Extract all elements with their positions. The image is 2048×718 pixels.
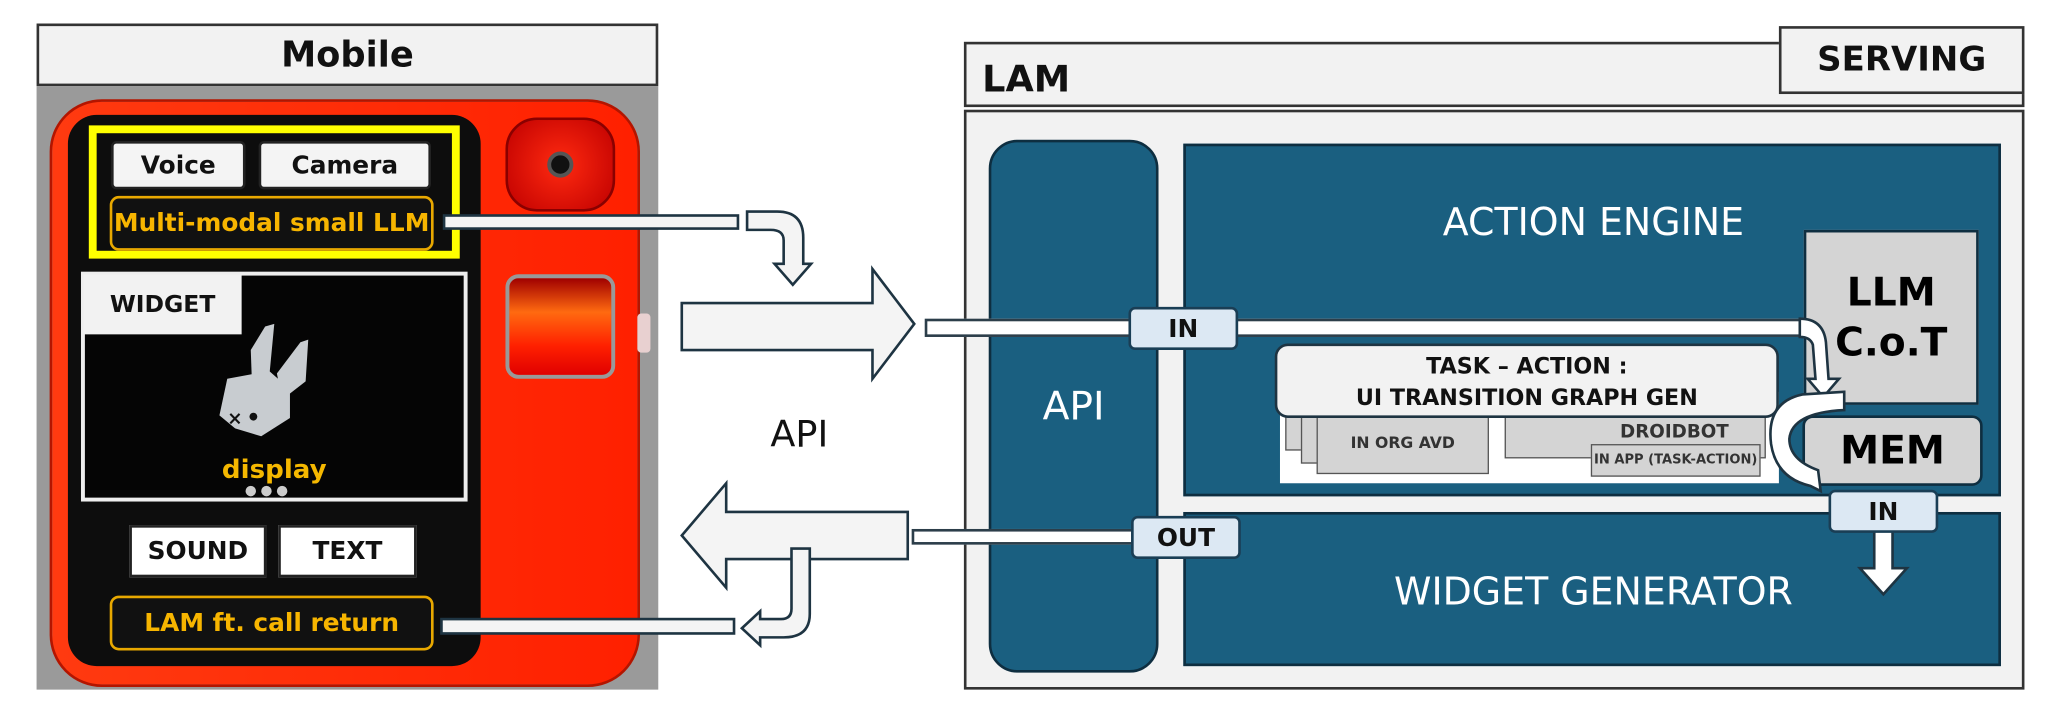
sound-label: SOUND xyxy=(147,536,249,566)
api-pillar-label: API xyxy=(1042,383,1105,430)
in-app-box: IN APP (TASK-ACTION) xyxy=(1590,444,1761,477)
llm-output-line xyxy=(442,214,740,230)
svg-text:×: × xyxy=(227,408,242,429)
widget-tab-label: WIDGET xyxy=(109,290,216,319)
mobile-title: Mobile xyxy=(281,34,414,76)
widget-generator-label: WIDGET GENERATOR xyxy=(1394,569,1793,614)
return-line xyxy=(440,617,736,635)
api-request-arrow-icon xyxy=(680,265,916,383)
lam-title: LAM xyxy=(982,57,1071,101)
serving-label-box: SERVING xyxy=(1778,26,2025,95)
widget-generator-panel xyxy=(1183,511,2001,667)
out-tag-label: OUT xyxy=(1156,523,1216,552)
out-flow-line xyxy=(911,528,1134,545)
cot-label: C.o.T xyxy=(1835,319,1948,366)
text-label: TEXT xyxy=(312,536,383,566)
voice-button[interactable]: Voice xyxy=(111,141,246,190)
widget-tab[interactable]: WIDGET xyxy=(83,274,242,335)
multimodal-llm-box: Multi-modal small LLM xyxy=(109,195,434,251)
api-label: API xyxy=(770,412,829,456)
droidbot-label: DROIDBOT xyxy=(1620,421,1729,443)
api-pillar: API xyxy=(988,139,1159,673)
curved-down-arrow-icon xyxy=(745,210,814,287)
sound-button[interactable]: SOUND xyxy=(129,525,267,578)
voice-label: Voice xyxy=(140,150,216,180)
text-button[interactable]: TEXT xyxy=(278,525,417,578)
out-tag: OUT xyxy=(1131,515,1241,560)
mem-loop-arrow-icon xyxy=(1769,390,1846,494)
in-app-label: IN APP (TASK-ACTION) xyxy=(1594,453,1758,468)
task-action-line1: TASK – ACTION : xyxy=(1426,353,1628,381)
input-highlight-box xyxy=(88,125,460,259)
in-tag: IN xyxy=(1128,306,1239,351)
display-label: display xyxy=(221,453,327,485)
dot xyxy=(276,485,288,497)
side-nub xyxy=(637,313,651,353)
camera-button[interactable]: Camera xyxy=(258,141,432,190)
curved-return-arrow-icon xyxy=(739,547,812,649)
camera-module xyxy=(505,117,616,212)
api-response-arrow-icon xyxy=(680,479,910,592)
in-tag-label: IN xyxy=(1168,314,1199,343)
camera-label: Camera xyxy=(291,150,399,180)
mobile-header: Mobile xyxy=(36,23,659,87)
return-label: LAM ft. call return xyxy=(144,608,400,638)
rabbit-icon: × xyxy=(219,323,309,437)
lam-return-box: LAM ft. call return xyxy=(109,595,434,651)
dot xyxy=(245,485,256,497)
mem-box: MEM xyxy=(1802,415,1983,486)
mem-label: MEM xyxy=(1840,427,1945,474)
llm-label: Multi-modal small LLM xyxy=(113,208,430,238)
in-org-avd-box: IN ORG AVD xyxy=(1316,411,1489,475)
serving-label: SERVING xyxy=(1817,40,1987,80)
page-dots[interactable] xyxy=(245,485,298,499)
task-action-box: TASK – ACTION : UI TRANSITION GRAPH GEN xyxy=(1274,343,1779,418)
llm-label: LLM xyxy=(1846,270,1936,317)
flow-curves xyxy=(1769,317,1846,494)
in-tag-2: IN xyxy=(1828,489,1939,533)
camera-lens-icon xyxy=(547,151,574,178)
in-tag-2-label: IN xyxy=(1868,496,1899,526)
slider-button[interactable] xyxy=(505,274,616,379)
llm-cot-box: LLM C.o.T xyxy=(1803,229,1979,405)
connector-arrows xyxy=(440,210,916,649)
in-org-avd-label: IN ORG AVD xyxy=(1350,433,1455,452)
action-engine-label: ACTION ENGINE xyxy=(1442,199,1745,245)
dot xyxy=(261,485,272,497)
curved-arrow-to-llm-icon xyxy=(1798,317,1842,400)
task-action-line2: UI TRANSITION GRAPH GEN xyxy=(1355,385,1698,412)
down-arrow-icon xyxy=(1856,528,1910,597)
in-flow-line xyxy=(924,318,1803,337)
